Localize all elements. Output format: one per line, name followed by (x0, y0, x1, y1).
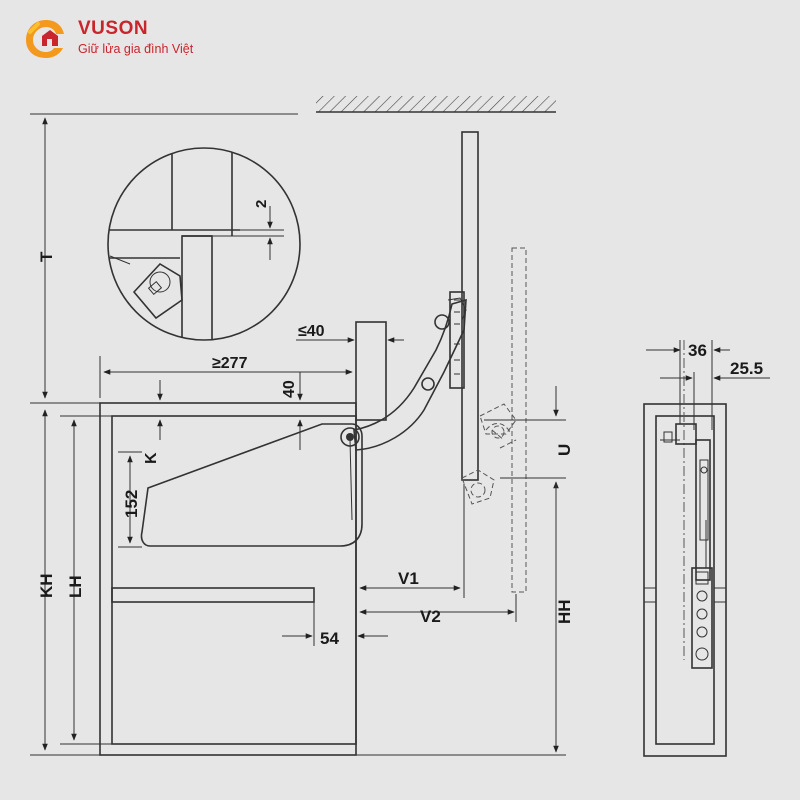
label-T: T (37, 251, 56, 262)
dim-36: 36 (646, 340, 730, 424)
label-152: 152 (122, 490, 141, 518)
label-HH: HH (555, 599, 574, 624)
cabinet-body (30, 402, 357, 756)
ceiling-hatch (316, 96, 556, 113)
label-25-5: 25.5 (730, 359, 763, 378)
label-KH: KH (37, 573, 56, 598)
dim-25-5: 25.5 (660, 359, 770, 381)
label-U: U (555, 444, 574, 456)
brand-slogan: Giữ lửa gia đình Việt (78, 42, 194, 56)
dim-K: K (143, 380, 163, 464)
dim-le40: ≤40 (296, 323, 404, 343)
lift-mechanism-housing (140, 423, 363, 547)
door-panel-open (449, 131, 479, 481)
dim-54: 54 (282, 602, 388, 648)
brand-mark-icon (26, 20, 64, 58)
dim-152: 152 (118, 451, 142, 548)
dim-HH: HH (356, 484, 574, 756)
label-V2: V2 (420, 607, 441, 626)
dim-40: 40 (281, 372, 303, 450)
label-2: 2 (253, 200, 270, 208)
detail-circle: 2 (107, 147, 301, 341)
dim-V1: V1 (359, 484, 465, 598)
label-36: 36 (688, 341, 707, 360)
side-view (643, 340, 727, 757)
brand-name: VUSON (78, 18, 149, 39)
label-le40: ≤40 (298, 323, 325, 340)
side-panel-block (355, 321, 387, 421)
brand-logo: VUSON Giữ lửa gia đình Việt (20, 14, 220, 62)
dim-U: U (484, 386, 574, 512)
label-54: 54 (320, 629, 339, 648)
dim-ge277: ≥277 (99, 355, 353, 398)
label-40: 40 (281, 380, 298, 398)
dim-KH: KH (37, 409, 56, 751)
label-K: K (143, 452, 160, 464)
label-V1: V1 (398, 569, 419, 588)
dim-LH: LH (66, 419, 85, 741)
dim-T: T (37, 117, 56, 399)
label-LH: LH (66, 575, 85, 598)
label-ge277: ≥277 (212, 355, 248, 372)
dim-V2: V2 (359, 594, 517, 626)
